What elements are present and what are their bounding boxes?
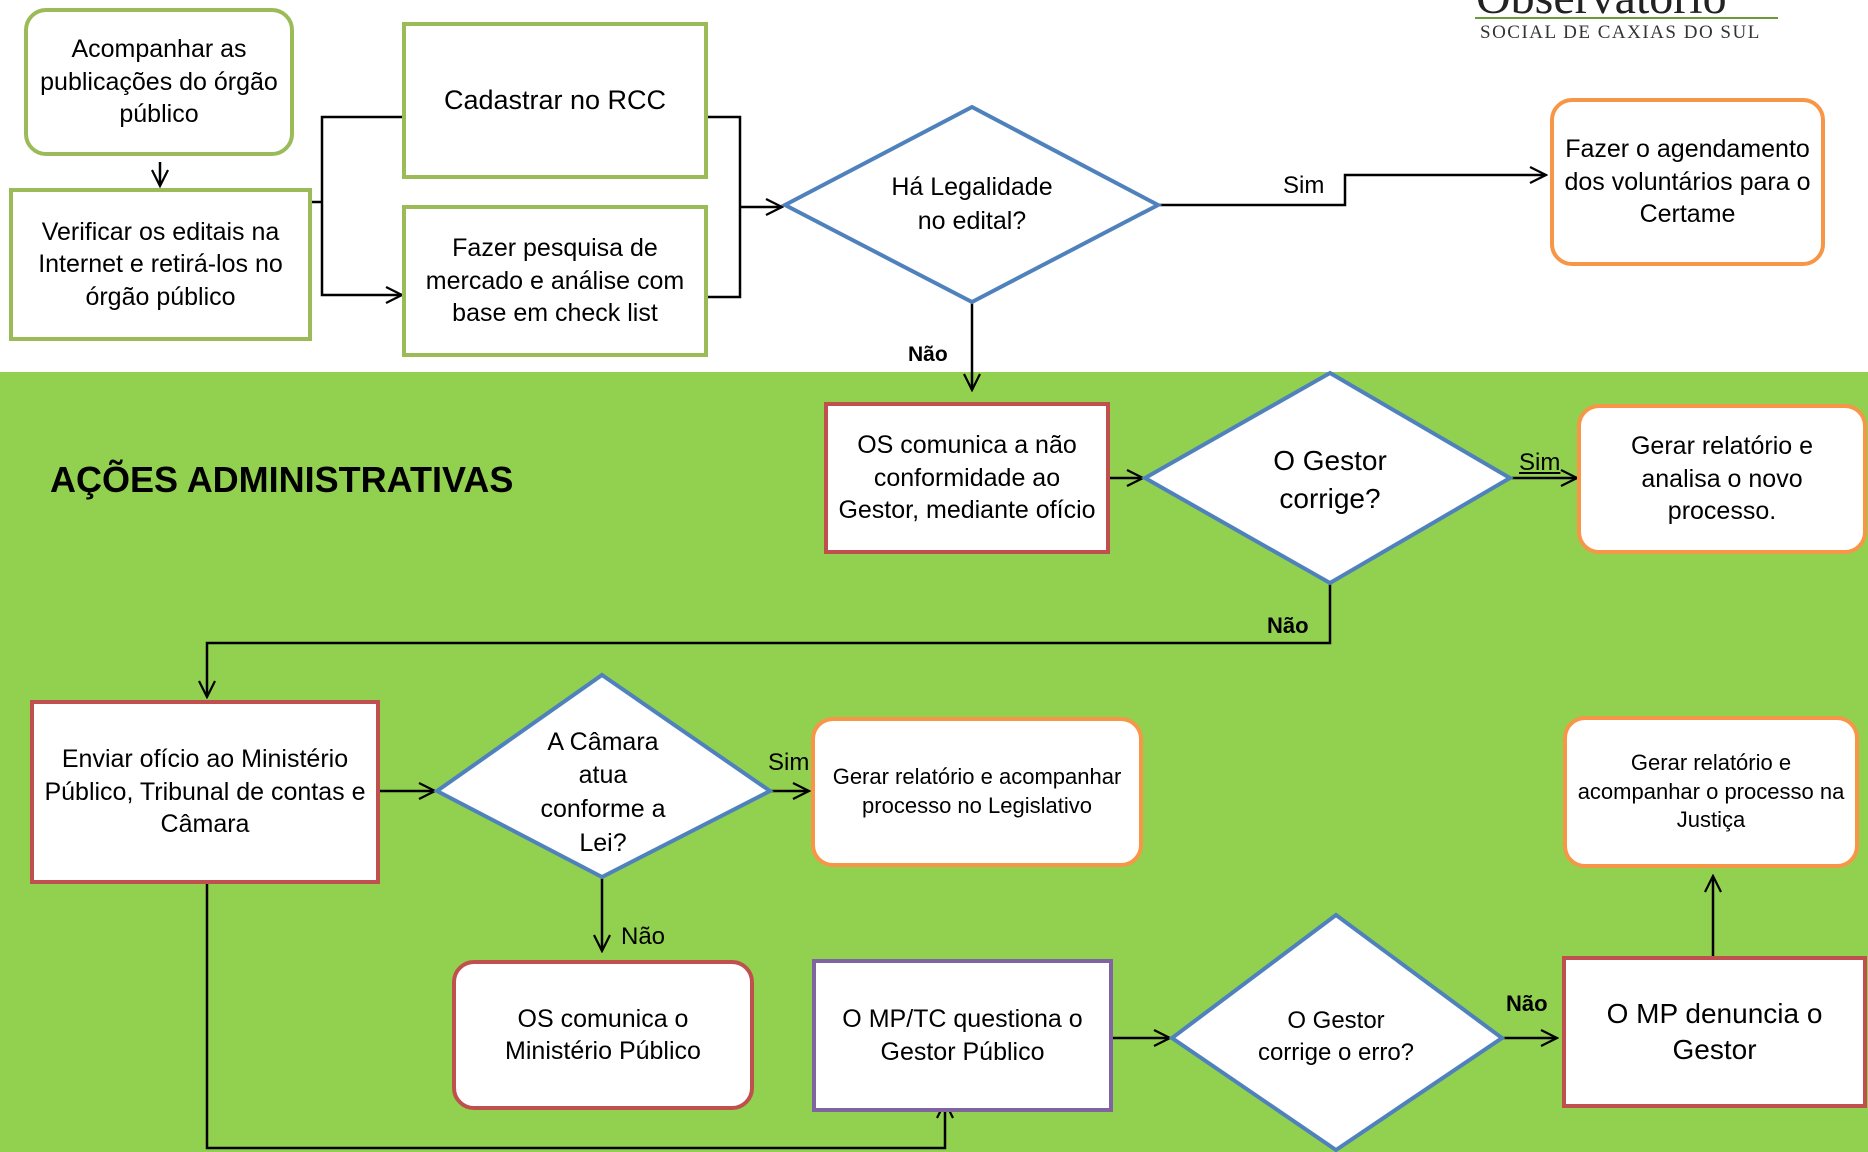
label-sim-legalidade: Sim (1283, 172, 1325, 199)
node-gestor-erro-text: O Gestor corrige o erro? (1257, 1006, 1415, 1066)
node-agendamento: Fazer o agendamento dos voluntários para… (1550, 98, 1825, 266)
node-mp-questiona: O MP/TC questiona o Gestor Público (812, 959, 1113, 1112)
node-cadastrar: Cadastrar no RCC (402, 22, 708, 179)
diamond-gestor-erro (1168, 912, 1506, 1152)
node-relatorio-legislativo: Gerar relatório e acompanhar processo no… (811, 717, 1143, 867)
edge-cadastrar-pesquisa-merge (708, 115, 782, 299)
node-camara-text: A Câmara atua conforme a Lei? (540, 727, 666, 857)
diamond-legalidade (780, 104, 1163, 305)
label-sim-camara: Sim (768, 749, 810, 776)
label-nao-erro: Não (1506, 991, 1548, 1016)
node-verificar: Verificar os editais na Internet e retir… (9, 188, 312, 341)
label-nao-gestor: Não (1267, 613, 1309, 638)
node-relatorio-novo: Gerar relatório e analisa o novo process… (1577, 404, 1867, 554)
node-comunica-mp: OS comunica o Ministério Público (452, 960, 754, 1110)
node-legalidade-text: Há Legalidade no edital? (891, 173, 1053, 235)
label-nao-legalidade: Não (908, 343, 948, 366)
diamond-gestor-corrige (1140, 370, 1514, 586)
logo-subtitle: SOCIAL DE CAXIAS DO SUL (1480, 22, 1761, 43)
node-mp-denuncia: O MP denuncia o Gestor (1562, 956, 1867, 1108)
logo-wordmark: Observatório (1476, 0, 1727, 25)
label-nao-camara: Não (621, 923, 666, 950)
node-pesquisa: Fazer pesquisa de mercado e análise com … (402, 205, 708, 357)
node-oficio-mp: Enviar ofício ao Ministério Público, Tri… (30, 700, 380, 884)
node-relatorio-justica: Gerar relatório e acompanhar o processo … (1563, 716, 1859, 868)
edge-oficio-mp-loop (205, 884, 945, 1150)
label-sim-gestor: Sim (1519, 449, 1561, 476)
edge-verificar-split (312, 115, 402, 295)
node-comunica-gestor: OS comunica a não conformidade ao Gestor… (824, 402, 1110, 554)
node-gestor-corrige-text: O Gestor corrige? (1273, 445, 1387, 514)
node-acompanhar: Acompanhar as publicações do órgão públi… (24, 8, 294, 156)
diamond-camara (433, 672, 774, 880)
edge-gestor-nao (207, 583, 1332, 697)
section-title: AÇÕES ADMINISTRATIVAS (50, 459, 514, 500)
edge-legalidade-sim (1158, 175, 1546, 207)
